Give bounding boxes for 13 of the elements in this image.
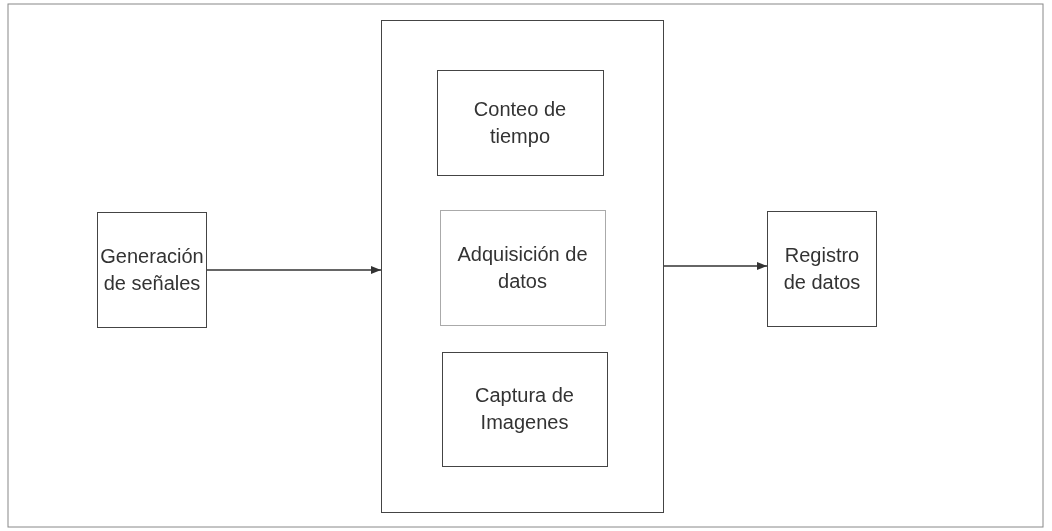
box-label: Captura de Imagenes [474,383,575,435]
process-box [97,212,207,328]
arrow [663,261,768,271]
box-label: Registro de datos [782,243,862,295]
box-label: Adquisición de datos [456,241,589,294]
arrow [206,265,382,275]
box-label: Conteo de tiempo [472,96,568,149]
box-label: Generación de señales [99,244,205,296]
process-box [436,69,604,176]
group-box [381,20,664,513]
process-box [441,351,608,467]
process-box [439,209,606,326]
process-box [767,211,877,327]
